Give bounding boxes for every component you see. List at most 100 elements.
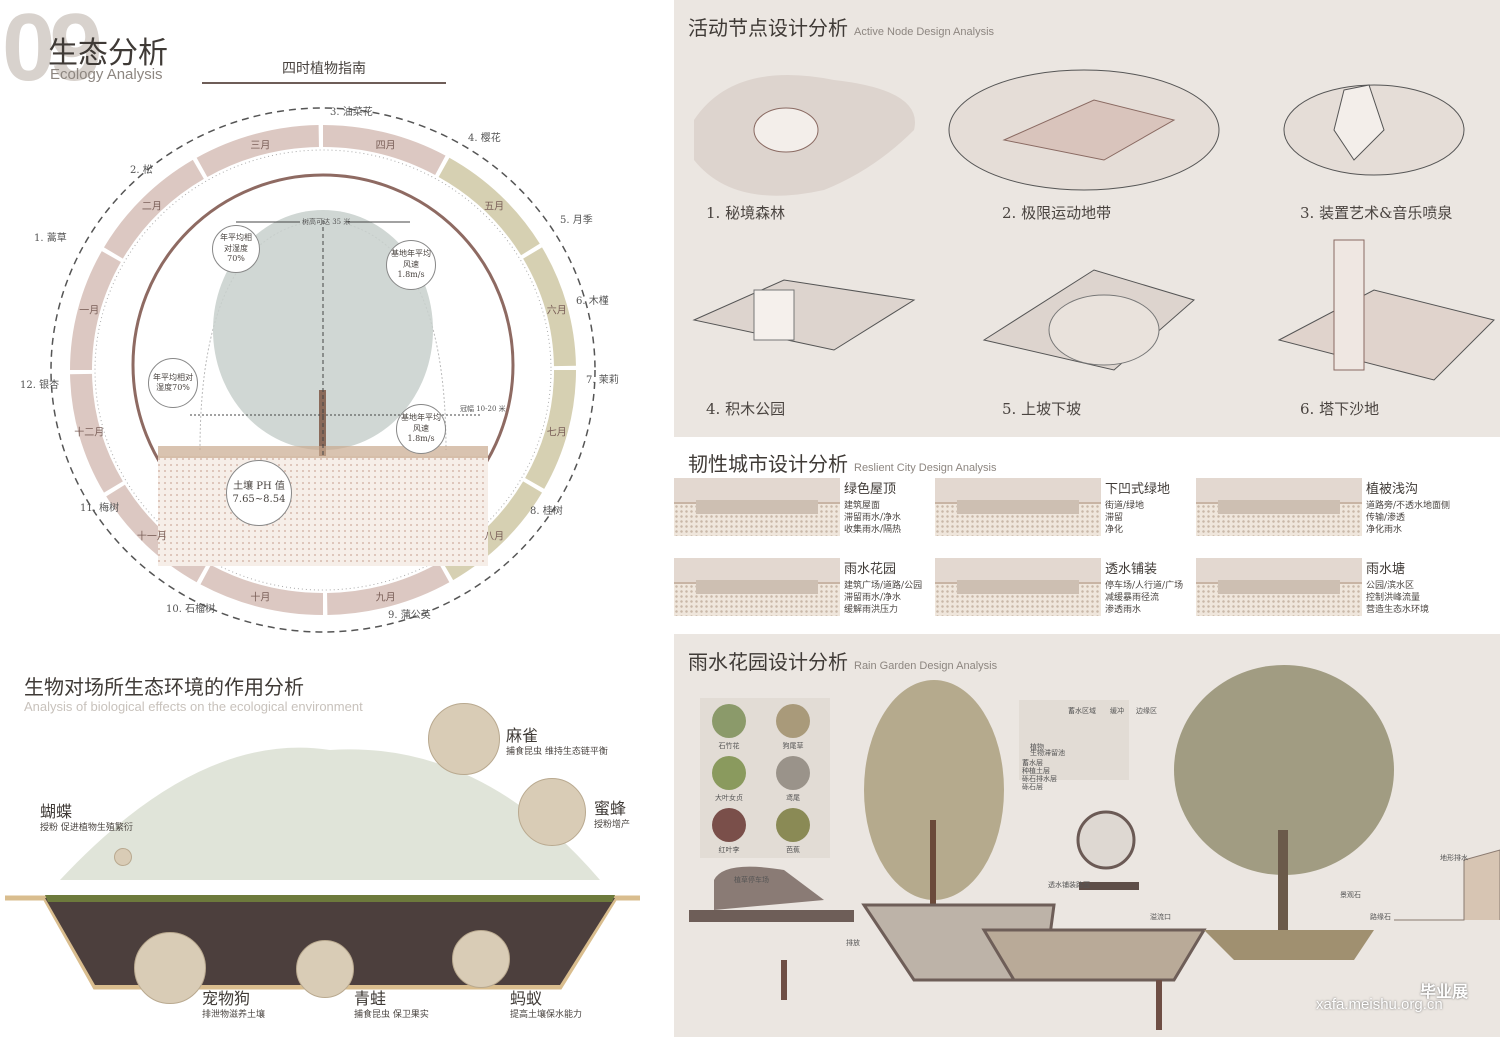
animal-desc: 捕食昆虫 维持生态链平衡 xyxy=(506,747,608,757)
node-illustrations xyxy=(692,69,1495,381)
bee-icon xyxy=(518,778,586,846)
month-segment xyxy=(322,125,446,176)
plant-label: 6. 木槿 xyxy=(576,296,609,307)
plant-photo xyxy=(776,704,810,738)
plant-label: 3. 油菜花 xyxy=(330,107,373,118)
month-segment xyxy=(523,247,576,367)
resilient-desc: 滞留雨水/净水 xyxy=(844,593,902,603)
animal-name: 青蛙 xyxy=(354,989,387,1008)
resilient-desc: 净化雨水 xyxy=(1366,525,1403,535)
month-segment xyxy=(326,562,450,615)
bioretention-label: 生物滞留池 xyxy=(1030,749,1065,757)
plant-photo xyxy=(776,808,810,842)
rain-garden-section xyxy=(689,665,1500,1030)
plant-label: 8. 桂树 xyxy=(530,506,563,517)
month-segment xyxy=(525,369,576,489)
node-label: 5. 上坡下坡 xyxy=(1002,400,1082,418)
resilient-desc: 营造生态水环境 xyxy=(1366,605,1430,615)
soil-ph-bubble: 土壤 PH 值 7.65~8.54 xyxy=(226,460,292,526)
outer-dashed-ring xyxy=(50,107,596,633)
curb-label: 路缘石 xyxy=(1370,913,1391,921)
inner-dotted-ring xyxy=(94,149,552,591)
page-title-en: Ecology Analysis xyxy=(50,66,163,83)
resilient-desc: 净化 xyxy=(1105,525,1124,535)
resilient-name: 透水铺装 xyxy=(1105,562,1158,577)
node-label: 2. 极限运动地带 xyxy=(1002,204,1112,222)
animal-desc: 捕食昆虫 保卫果实 xyxy=(354,1010,429,1020)
resilient-name: 植被浅沟 xyxy=(1366,482,1419,497)
animal-desc: 授粉增产 xyxy=(594,820,631,830)
resilient-name: 绿色屋顶 xyxy=(844,482,897,497)
plant-name: 大叶女贞 xyxy=(715,794,743,802)
resilient-desc: 道路旁/不透水地面侧 xyxy=(1366,501,1451,511)
animal-name: 宠物狗 xyxy=(202,989,251,1008)
watermark-url: xafa.meishu.org.cn xyxy=(1316,996,1443,1013)
parking-label: 植草停车场 xyxy=(734,876,769,884)
resilient-desc: 收集雨水/隔热 xyxy=(844,525,902,535)
bioretention-detail xyxy=(1019,700,1129,780)
resilient-desc: 减缓暴雨径流 xyxy=(1105,593,1160,603)
plant-photo xyxy=(776,756,810,790)
resilient-diagram xyxy=(935,478,1101,536)
month-label: 七月 xyxy=(546,427,567,439)
grass-meadow xyxy=(60,747,600,880)
guide-title: 四时植物指南 xyxy=(202,58,446,84)
paving-label: 透水铺装路面 xyxy=(1048,881,1090,889)
node-label: 3. 装置艺术&音乐喷泉 xyxy=(1300,204,1453,222)
plant-photo xyxy=(712,704,746,738)
month-ring xyxy=(70,125,576,615)
month-label: 十月 xyxy=(250,592,271,604)
resilient-desc: 滞留雨水/净水 xyxy=(844,513,902,523)
animal-desc: 提高土壤保水能力 xyxy=(510,1010,583,1020)
resilient-name: 雨水塘 xyxy=(1366,562,1406,577)
resilient-desc: 建筑广场/道路/公园 xyxy=(844,581,923,591)
month-label: 八月 xyxy=(484,531,505,543)
crown-width-label: 冠幅 10-20 米 xyxy=(460,405,506,413)
layer-label: 种植土层 xyxy=(1022,767,1050,775)
sparrow-icon xyxy=(428,703,500,775)
resilient-desc: 传输/渗透 xyxy=(1366,513,1406,523)
section-number: 09 xyxy=(2,0,103,101)
month-label: 五月 xyxy=(484,201,505,213)
plant-name: 红叶李 xyxy=(718,846,740,854)
resilient-desc: 控制洪峰流量 xyxy=(1366,593,1421,603)
resilient-desc: 建筑屋面 xyxy=(844,501,881,511)
resilient-desc: 滞留 xyxy=(1105,513,1124,523)
ant-icon xyxy=(452,930,510,988)
resilient-diagram xyxy=(1196,558,1362,616)
overflow-label: 溢流口 xyxy=(1150,913,1171,921)
wind-bubble: 基地年平均风速 1.8m/s xyxy=(396,404,446,454)
plant-name: 芭蕉 xyxy=(786,846,800,854)
node-label: 1. 秘境森林 xyxy=(706,204,786,222)
month-segment xyxy=(70,251,121,371)
month-segment xyxy=(196,125,320,178)
plant-label: 12. 银杏 xyxy=(20,380,60,391)
month-label: 三月 xyxy=(250,140,271,152)
month-label: 十二月 xyxy=(74,427,105,439)
car xyxy=(714,866,824,910)
plant-label: 4. 樱花 xyxy=(468,133,501,144)
resilient-name: 下凹式绿地 xyxy=(1105,482,1171,497)
bike-sign-icon xyxy=(1076,810,1136,870)
resilient-desc: 渗透雨水 xyxy=(1105,605,1142,615)
plant-label: 5. 月季 xyxy=(560,215,593,226)
plant-label: 7. 茉莉 xyxy=(586,375,619,386)
plant-name: 鸢尾 xyxy=(786,794,800,802)
animal-name: 麻雀 xyxy=(506,726,539,745)
resilient-diagram xyxy=(674,558,840,616)
month-label: 四月 xyxy=(375,140,396,152)
dog-icon xyxy=(134,932,206,1004)
month-label: 二月 xyxy=(141,201,162,213)
wind-bubble: 基地年平均风速 1.8m/s xyxy=(386,240,436,290)
tree-left xyxy=(864,680,1004,900)
bio-title-en: Analysis of biological effects on the ec… xyxy=(24,699,363,714)
plant-photo xyxy=(712,756,746,790)
animal-name: 蚂蚁 xyxy=(510,989,543,1008)
layer-label: 蓄水层 xyxy=(1022,759,1043,767)
stone-label: 景观石 xyxy=(1340,891,1361,899)
plant-label: 2. 松 xyxy=(130,165,153,176)
resilient-name: 雨水花园 xyxy=(844,562,897,577)
plant-name: 狗尾草 xyxy=(782,742,804,750)
drain-label: 排放 xyxy=(846,939,860,947)
resilient-desc: 公园/滨水区 xyxy=(1366,581,1415,591)
